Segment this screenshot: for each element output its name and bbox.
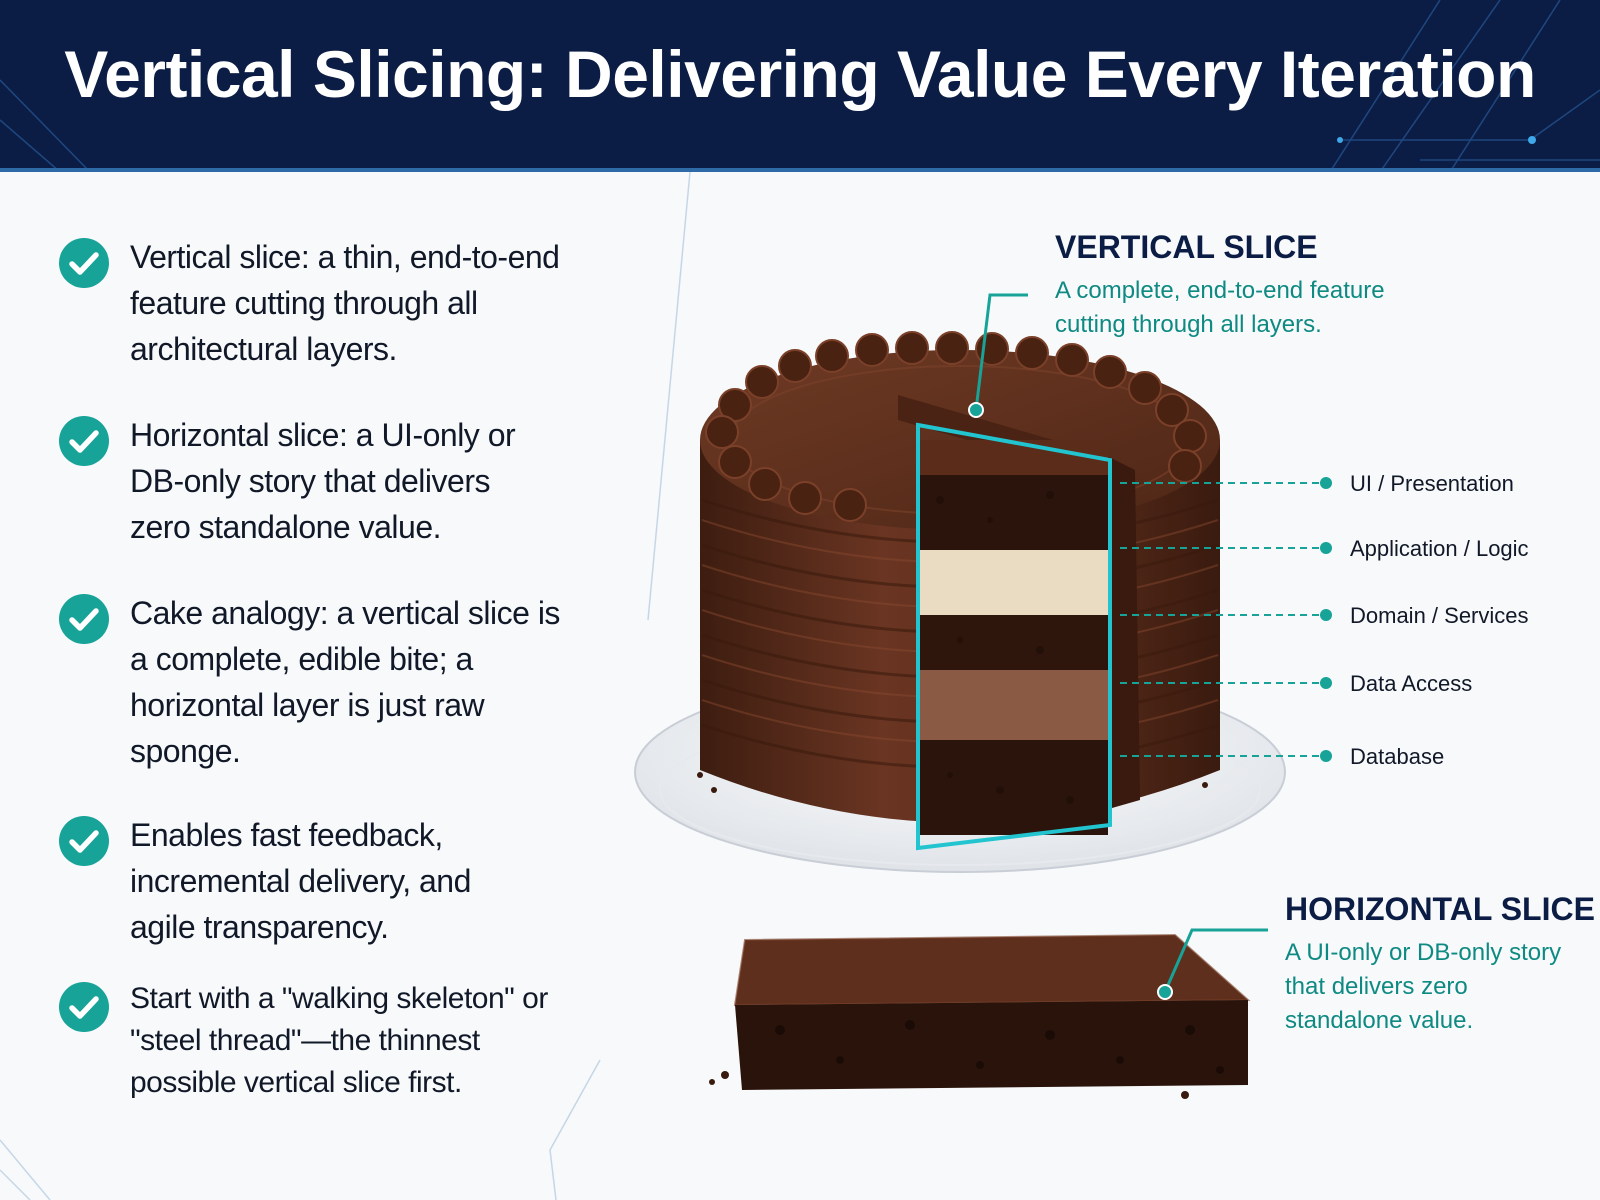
bullet-text: Horizontal slice: a UI-only or DB-only s… — [130, 417, 516, 545]
layer-dot — [1320, 477, 1332, 489]
layer-dot — [1320, 609, 1332, 621]
bullet-item: Cake analogy: a vertical slice is a comp… — [58, 590, 580, 774]
layer-label-ui: UI / Presentation — [1350, 471, 1514, 496]
horizontal-slice-desc: that delivers zero — [1285, 973, 1468, 1000]
layer-dot — [1320, 542, 1332, 554]
layer-mousse — [918, 670, 1108, 740]
check-circle-icon — [59, 982, 109, 1032]
horizontal-slice-layer — [697, 772, 1251, 1099]
check-circle-icon — [59, 816, 109, 866]
page-title: Vertical Slicing: Delivering Value Every… — [64, 37, 1536, 111]
layer-label-domain: Domain / Services — [1350, 603, 1529, 628]
layer-label-database: Database — [1350, 744, 1444, 769]
check-circle-icon — [59, 416, 109, 466]
header-underline — [0, 168, 1600, 172]
circuit-decoration — [0, 0, 1600, 172]
layer-label-data-access: Data Access — [1350, 671, 1472, 696]
layer-label-application: Application / Logic — [1350, 536, 1529, 561]
bullet-text: Start with a "walking skeleton" or "stee… — [130, 982, 548, 1099]
check-circle-icon — [59, 594, 109, 644]
header-banner: Vertical Slicing: Delivering Value Every… — [0, 0, 1600, 172]
vertical-slice-desc: A complete, end-to-end feature — [1055, 277, 1385, 304]
vertical-slice-cutaway — [898, 395, 1140, 851]
bullet-item: Vertical slice: a thin, end-to-end featu… — [58, 234, 600, 372]
layer-dark-sponge-mid — [918, 615, 1108, 670]
bullet-text: Cake analogy: a vertical slice is a comp… — [130, 595, 560, 769]
horizontal-callout-connector — [1163, 928, 1268, 993]
background-lines — [0, 172, 691, 1200]
layer-dark-sponge-bottom — [918, 740, 1108, 835]
horizontal-slice-desc: A UI-only or DB-only story — [1285, 939, 1561, 966]
horizontal-slice-heading: HORIZONTAL SLICE — [1285, 891, 1595, 927]
vertical-slice-desc: cutting through all layers. — [1055, 311, 1322, 338]
check-circle-icon — [59, 238, 109, 288]
layer-dark-sponge-top — [918, 475, 1108, 550]
bullet-item: Enables fast feedback, incremental deliv… — [58, 812, 530, 950]
bullet-text: Enables fast feedback, incremental deliv… — [130, 817, 471, 945]
layer-dot — [1320, 750, 1332, 762]
vertical-callout-connector — [974, 293, 1028, 411]
layer-dot — [1320, 677, 1332, 689]
callout-dot — [968, 402, 984, 418]
bullet-item: Horizontal slice: a UI-only or DB-only s… — [58, 412, 550, 550]
layer-cream — [918, 550, 1108, 615]
vertical-slice-heading: VERTICAL SLICE — [1055, 229, 1318, 265]
bullet-item: Start with a "walking skeleton" or "stee… — [58, 978, 550, 1104]
slice-outline — [916, 422, 1112, 851]
horizontal-slice-desc: standalone value. — [1285, 1007, 1473, 1034]
callout-dot — [1157, 984, 1173, 1000]
bullet-text: Vertical slice: a thin, end-to-end featu… — [130, 239, 560, 367]
